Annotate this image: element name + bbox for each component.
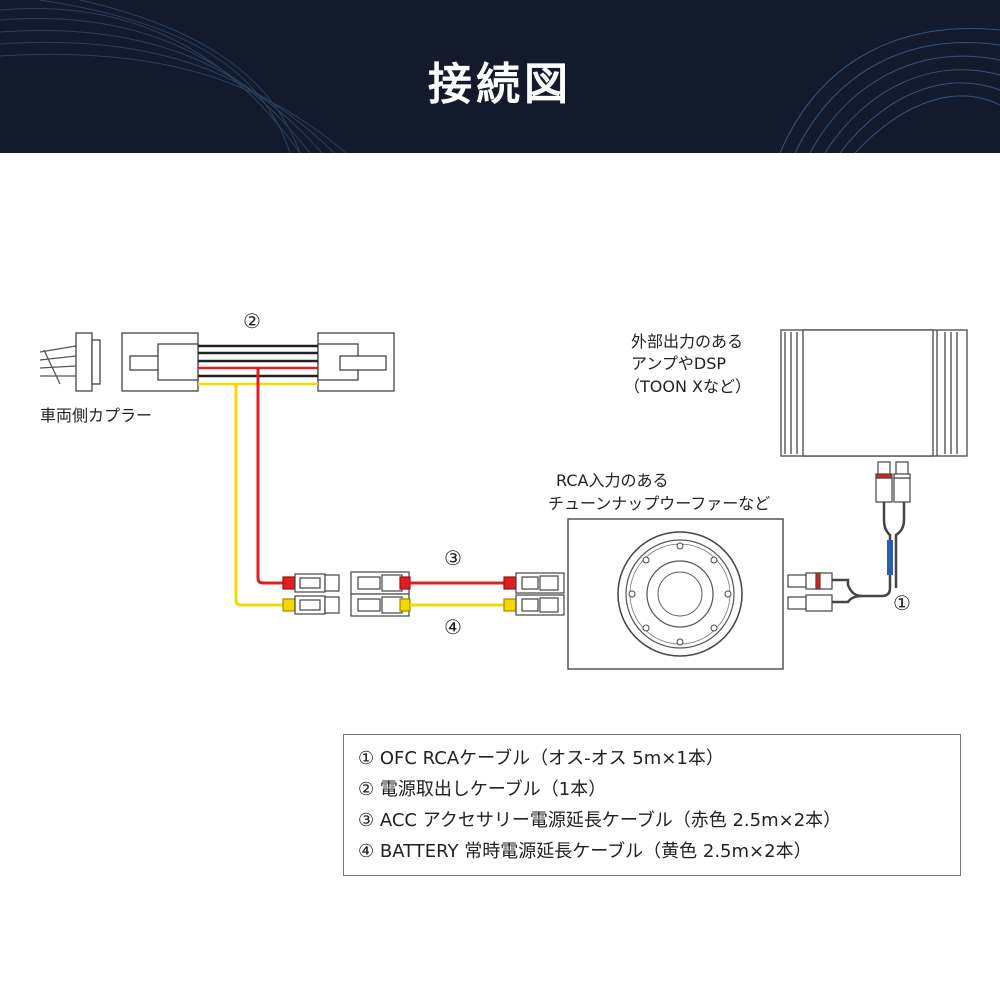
battery-wire: [234, 384, 283, 607]
rca-plug-amp-side: [875, 461, 911, 503]
amp-label-line3: （TOON Xなど）: [624, 377, 751, 396]
spade-connector-battery-female: [350, 593, 411, 617]
amp-label-line1: 外部出力のある: [631, 332, 744, 351]
external-amp-dsp: [780, 329, 968, 457]
rca-plug-subwoofer-side: [787, 572, 833, 612]
header-wave-decoration: [0, 0, 1000, 153]
marker-1: ①: [893, 591, 911, 615]
header-banner: 接続図: [0, 0, 1000, 153]
amp-label-line2: アンプやDSP: [631, 354, 727, 373]
subwoofer-unit: [567, 518, 784, 670]
spade-connector-acc-male: [282, 573, 340, 593]
coupler-connector-left: [121, 332, 199, 392]
subwoofer-label-line1: RCA入力のある: [556, 471, 669, 490]
vehicle-coupler: [39, 332, 101, 392]
coupler-connector-right: [317, 332, 395, 392]
spade-connector-acc-sub: [503, 572, 565, 594]
vehicle-coupler-label: 車両側カプラー: [40, 406, 153, 425]
spade-connector-battery-sub: [503, 594, 565, 616]
subwoofer-label-line2: チューンナップウーファーなど: [548, 494, 771, 513]
legend-item-4: ④ BATTERY 常時電源延長ケーブル（黄色 2.5m×2本）: [358, 841, 812, 862]
marker-2: ②: [243, 309, 261, 333]
marker-4: ④: [444, 615, 462, 639]
page-title: 接続図: [428, 59, 572, 110]
legend-item-3: ③ ACC アクセサリー電源延長ケーブル（赤色 2.5m×2本）: [358, 810, 842, 831]
spade-connector-acc-female: [350, 571, 411, 595]
legend-item-2: ② 電源取出しケーブル（1本）: [358, 779, 607, 800]
legend-item-1: ① OFC RCAケーブル（オス-オス 5m×1本）: [358, 748, 724, 769]
rca-cable: [832, 500, 906, 604]
acc-wire: [256, 368, 283, 585]
marker-3: ③: [444, 546, 462, 570]
spade-connector-battery-male: [282, 595, 340, 615]
legend-box: ① OFC RCAケーブル（オス-オス 5m×1本） ② 電源取出しケーブル（1…: [343, 734, 961, 876]
